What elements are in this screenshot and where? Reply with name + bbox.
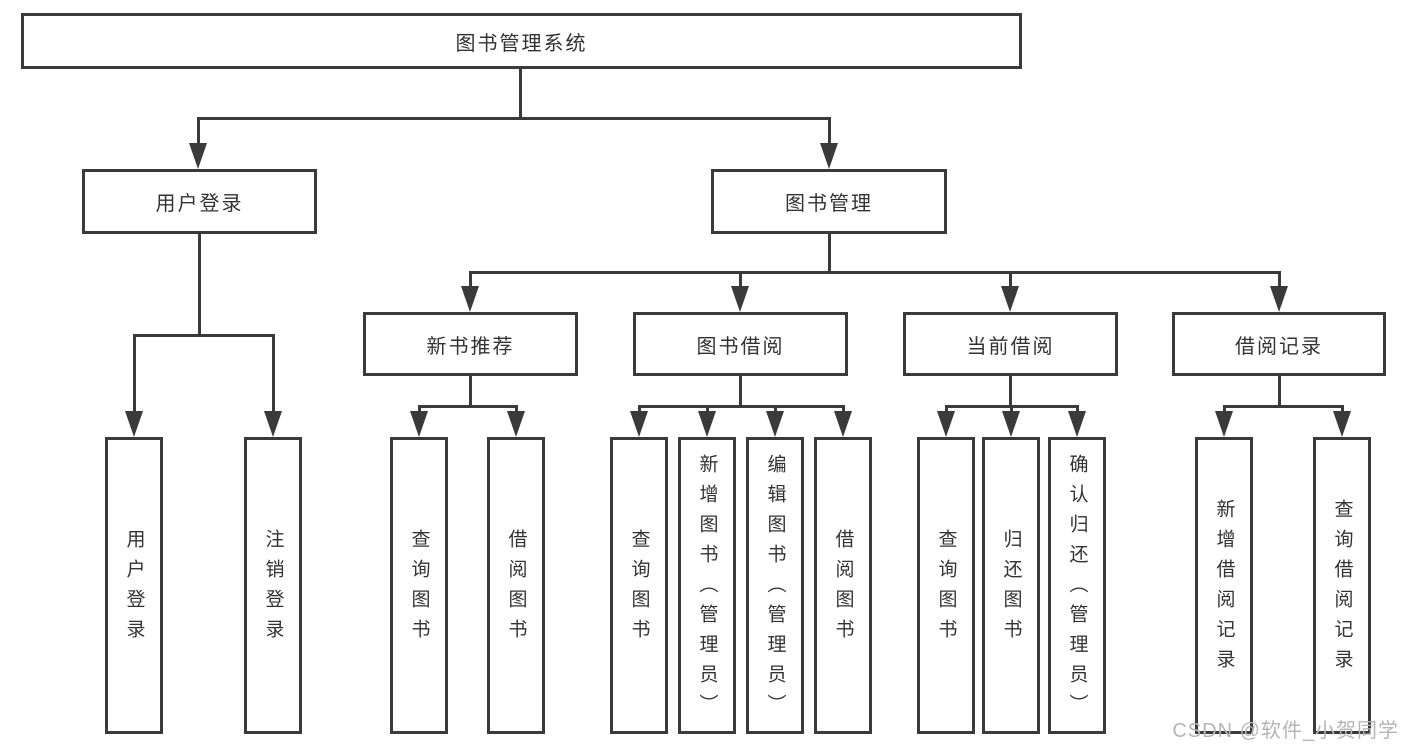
connector — [828, 234, 831, 274]
node-current-borrowing: 当前借阅 — [903, 312, 1118, 376]
leaf-edit-books-admin: 编辑图书（管理员） — [746, 437, 804, 734]
leaf-query-books-recommend: 查询图书 — [390, 437, 448, 734]
arrowhead-icon — [1068, 411, 1086, 437]
connector — [945, 405, 948, 415]
node-user-login: 用户登录 — [82, 169, 317, 234]
csdn-watermark: CSDN @软件_小贺同学 — [1172, 720, 1399, 742]
arrowhead-icon — [264, 411, 282, 437]
arrowhead-icon — [507, 411, 525, 437]
arrowhead-icon — [834, 411, 852, 437]
connector — [638, 405, 844, 408]
connector — [739, 376, 742, 408]
connector — [272, 334, 275, 415]
connector — [519, 68, 522, 119]
leaf-query-books-current: 查询图书 — [917, 437, 975, 734]
arrowhead-icon — [766, 411, 784, 437]
arrowhead-icon — [410, 411, 428, 437]
leaf-logout: 注销登录 — [244, 437, 302, 734]
arrowhead-icon — [820, 143, 838, 169]
connector — [469, 271, 472, 290]
arrowhead-icon — [125, 411, 143, 437]
node-book-borrowing: 图书借阅 — [633, 312, 848, 376]
arrowhead-icon — [1333, 411, 1351, 437]
connector — [1278, 271, 1281, 290]
arrowhead-icon — [630, 411, 648, 437]
arrowhead-icon — [1215, 411, 1233, 437]
connector — [1076, 405, 1079, 415]
connector — [418, 405, 421, 415]
connector — [1009, 271, 1012, 290]
connector — [1223, 405, 1226, 415]
connector — [469, 376, 472, 408]
leaf-borrow-books: 借阅图书 — [814, 437, 872, 734]
connector — [197, 117, 200, 149]
node-library-management-system: 图书管理系统 — [21, 13, 1022, 69]
connector — [828, 117, 831, 149]
leaf-borrow-books-recommend: 借阅图书 — [487, 437, 545, 734]
leaf-return-books: 归还图书 — [982, 437, 1040, 734]
arrowhead-icon — [1002, 411, 1020, 437]
connector — [774, 405, 777, 415]
leaf-query-borrow-record: 查询借阅记录 — [1313, 437, 1371, 734]
node-borrowing-records: 借阅记录 — [1172, 312, 1386, 376]
connector — [133, 334, 275, 337]
connector — [1223, 405, 1344, 408]
connector — [469, 271, 1281, 274]
arrowhead-icon — [937, 411, 955, 437]
leaf-add-books-admin: 新增图书（管理员） — [678, 437, 736, 734]
connector — [133, 334, 136, 415]
arrowhead-icon — [1270, 286, 1288, 312]
leaf-query-books-borrow: 查询图书 — [610, 437, 668, 734]
arrowhead-icon — [1001, 286, 1019, 312]
connector — [1278, 376, 1281, 408]
connector — [706, 405, 709, 415]
connector — [515, 405, 518, 415]
connector — [739, 271, 742, 290]
connector — [197, 117, 831, 120]
connector — [1010, 405, 1013, 415]
connector — [638, 405, 641, 415]
connector — [418, 405, 518, 408]
connector — [1341, 405, 1344, 415]
arrowhead-icon — [731, 286, 749, 312]
arrowhead-icon — [461, 286, 479, 312]
leaf-confirm-return-admin: 确认归还（管理员） — [1048, 437, 1106, 734]
node-book-management: 图书管理 — [711, 169, 947, 234]
arrowhead-icon — [189, 143, 207, 169]
leaf-add-borrow-record: 新增借阅记录 — [1195, 437, 1253, 734]
connector — [1009, 376, 1012, 408]
connector — [842, 405, 845, 415]
node-new-book-recommendation: 新书推荐 — [363, 312, 578, 376]
connector — [198, 234, 201, 336]
leaf-user-login: 用户登录 — [105, 437, 163, 734]
arrowhead-icon — [698, 411, 716, 437]
